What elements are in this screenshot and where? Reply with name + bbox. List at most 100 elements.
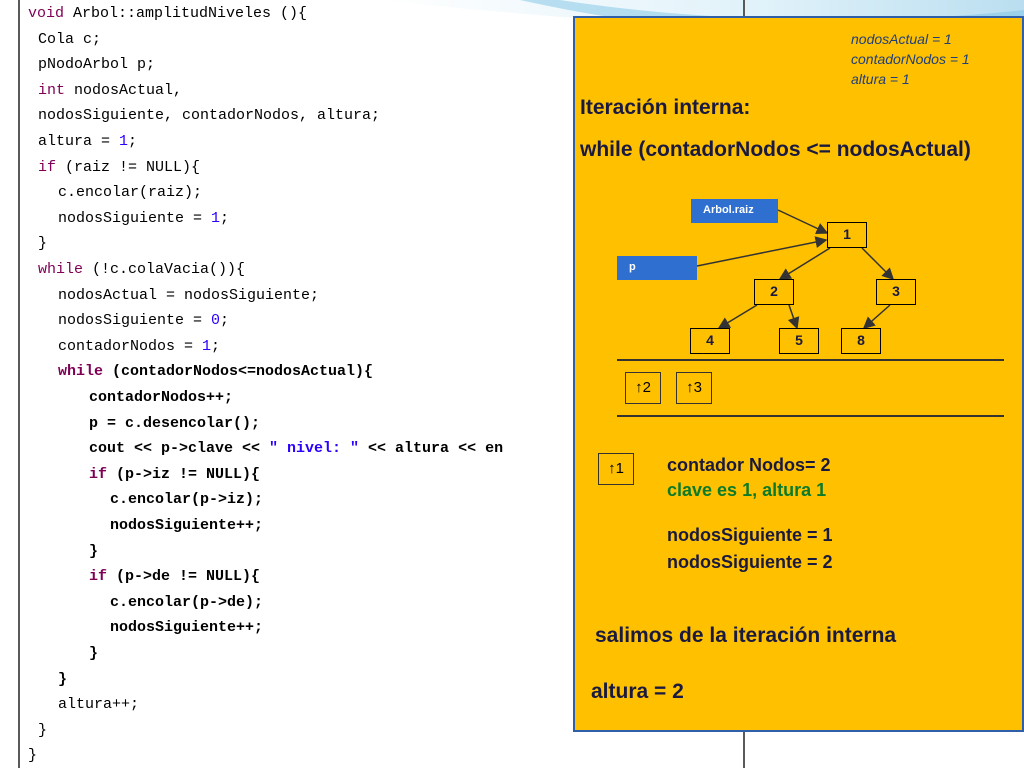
code-line: altura++; — [58, 692, 139, 717]
code-line: } — [58, 667, 67, 692]
code-token: } — [89, 645, 99, 662]
code-line: nodosSiguiente, contadorNodos, altura; — [38, 103, 380, 128]
queue-item-3: ↑3 — [676, 372, 712, 404]
code-line: p = c.desencolar(); — [89, 411, 260, 436]
code-line: contadorNodos++; — [89, 385, 233, 410]
tree-node-2: 2 — [754, 279, 794, 305]
var-altura: altura = 1 — [851, 71, 910, 87]
code-token: (raiz != NULL){ — [65, 158, 201, 176]
left-border-line — [18, 0, 20, 768]
code-line: } — [38, 718, 47, 743]
code-line: contadorNodos = 1; — [58, 334, 220, 359]
code-token: p = c.desencolar(); — [89, 414, 261, 432]
code-token: << altura << en — [359, 440, 504, 458]
code-token: ; — [128, 133, 138, 150]
code-token: 0 — [211, 312, 221, 330]
code-token: nodosSiguiente++; — [110, 619, 264, 637]
code-line: cout << p->clave << " nivel: " << altura… — [89, 436, 503, 461]
code-line: int nodosActual, — [38, 78, 182, 103]
code-token: 1 — [119, 133, 129, 150]
tree-node-8: 8 — [841, 328, 881, 354]
code-line: if (raiz != NULL){ — [38, 155, 200, 180]
code-token: pNodoArbol p; — [38, 56, 156, 74]
code-token: ; — [220, 209, 230, 227]
var-contador-nodos: contadorNodos = 1 — [851, 51, 970, 67]
code-token: nodosSiguiente++; — [110, 517, 264, 534]
nodos-siguiente-1-text: nodosSiguiente = 1 — [667, 525, 833, 545]
code-token: nodosActual = nodosSiguiente; — [58, 286, 320, 304]
tree-node-3: 3 — [876, 279, 916, 305]
code-token: while — [38, 261, 93, 278]
code-token: ; — [211, 337, 221, 355]
code-token: Arbol::amplitudNiveles (){ — [73, 5, 308, 22]
code-line: Cola c; — [38, 27, 101, 52]
code-line: } — [38, 231, 47, 256]
code-token: nodosActual, — [74, 81, 183, 99]
code-token: altura = — [38, 133, 120, 150]
code-line: } — [28, 743, 37, 768]
code-line: void Arbol::amplitudNiveles (){ — [28, 1, 307, 26]
tree-node-4: 4 — [690, 328, 730, 354]
code-line: } — [89, 539, 98, 564]
code-token: (contadorNodos<=nodosActual){ — [112, 363, 374, 381]
code-token: } — [58, 670, 68, 688]
code-token: contadorNodos++; — [89, 389, 234, 406]
code-line: c.encolar(p->de); — [110, 590, 263, 615]
code-token: (p->de != NULL){ — [116, 568, 261, 586]
code-token: (p->iz != NULL){ — [116, 465, 261, 483]
code-token: int — [38, 81, 75, 99]
code-line: if (p->iz != NULL){ — [89, 462, 260, 487]
code-line: nodosSiguiente++; — [110, 513, 263, 538]
code-line: nodosSiguiente++; — [110, 615, 263, 640]
code-line: pNodoArbol p; — [38, 52, 155, 77]
code-token: nodosSiguiente = — [58, 312, 212, 330]
p-pointer-box: p — [617, 256, 697, 280]
code-line: c.encolar(p->iz); — [110, 487, 263, 512]
code-line: nodosSiguiente = 0; — [58, 308, 229, 333]
code-token: altura++; — [58, 696, 140, 714]
dequeued-item-1: ↑1 — [598, 453, 634, 485]
code-token: if — [89, 568, 117, 586]
code-token: } — [28, 747, 38, 765]
variable-values: nodosActual = 1 contadorNodos = 1 altura… — [851, 29, 970, 89]
code-token: nodosSiguiente = — [58, 209, 212, 227]
code-token: c.encolar(p->iz); — [110, 491, 264, 509]
code-token: } — [38, 235, 48, 253]
queue-item-2: ↑2 — [625, 372, 661, 404]
code-token: (!c.colaVacia()){ — [92, 261, 246, 278]
code-token: 1 — [211, 209, 221, 227]
code-line: altura = 1; — [38, 129, 137, 154]
code-line: if (p->de != NULL){ — [89, 564, 260, 589]
p-pointer-label: p — [629, 261, 636, 273]
contador-nodos-text: contador Nodos= 2 — [667, 455, 831, 475]
code-line: while (contadorNodos<=nodosActual){ — [58, 359, 373, 384]
code-token: " nivel: " — [269, 440, 360, 458]
code-token: } — [38, 721, 48, 739]
clave-text: clave es 1, altura 1 — [667, 480, 827, 500]
code-token: ; — [220, 312, 230, 330]
altura-result-text: altura = 2 — [591, 680, 684, 703]
code-line: nodosSiguiente = 1; — [58, 206, 229, 231]
code-token: c.encolar(p->de); — [110, 593, 264, 611]
code-token: if — [89, 465, 117, 483]
inner-iteration-title: Iteración interna: — [580, 96, 751, 119]
code-line: } — [89, 641, 98, 666]
code-token: void — [28, 5, 74, 22]
code-token: c.encolar(raiz); — [58, 184, 203, 202]
root-pointer-label: Arbol.raiz — [703, 204, 754, 216]
code-token: contadorNodos = — [58, 337, 203, 355]
code-token: if — [38, 158, 66, 176]
tree-node-1: 1 — [827, 222, 867, 248]
code-token: while — [58, 363, 113, 381]
var-nodos-actual: nodosActual = 1 — [851, 31, 952, 47]
code-token: nodosSiguiente, contadorNodos, altura; — [38, 107, 381, 125]
code-token: Cola c; — [38, 30, 102, 48]
tree-node-5: 5 — [779, 328, 819, 354]
queue-bottom-line — [617, 415, 1004, 417]
exit-inner-text: salimos de la iteración interna — [595, 624, 897, 647]
code-line: c.encolar(raiz); — [58, 180, 202, 205]
root-pointer-box: Arbol.raiz — [691, 199, 778, 223]
queue-top-line — [617, 359, 1004, 361]
code-token: 1 — [202, 337, 212, 355]
nodos-siguiente-2-text: nodosSiguiente = 2 — [667, 552, 833, 572]
